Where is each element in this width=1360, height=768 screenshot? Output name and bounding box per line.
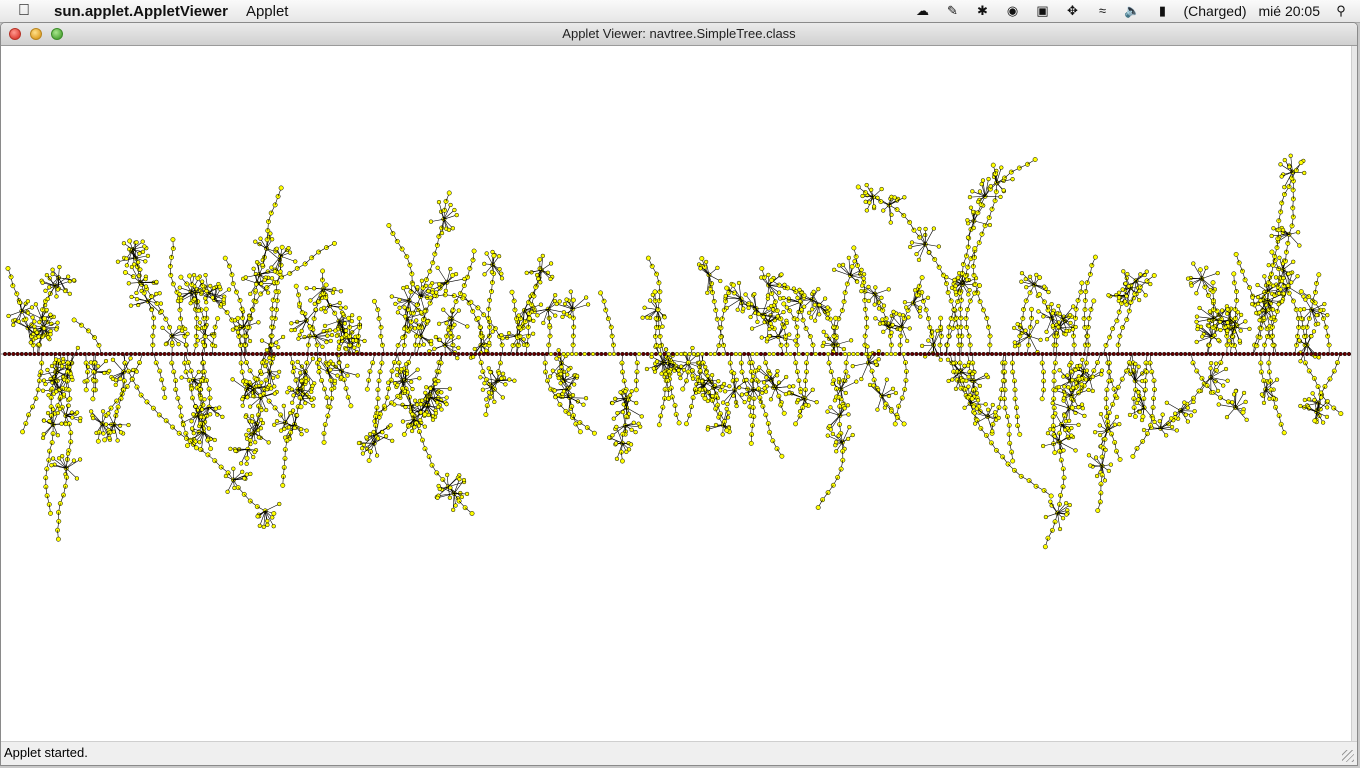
menu-applet[interactable]: Applet <box>245 2 289 20</box>
tree-visualization[interactable] <box>1 46 1352 741</box>
applet-window: Applet Viewer: navtree.SimpleTree.class … <box>0 22 1358 766</box>
battery-icon[interactable]: ▮ <box>1158 3 1167 18</box>
window-title: Applet Viewer: navtree.SimpleTree.class <box>562 26 796 41</box>
cloud-icon[interactable]: ☁ <box>915 3 929 18</box>
minimize-button[interactable] <box>30 28 42 40</box>
menu-bar:  sun.applet.AppletViewer Applet ☁ ✎ ✱ ◉… <box>0 0 1360 23</box>
wifi-icon[interactable]: ≈ <box>1098 3 1107 18</box>
apple-icon[interactable]:  <box>18 2 40 20</box>
battery-status[interactable]: (Charged) <box>1183 3 1247 19</box>
status-bar: Applet started. <box>1 741 1357 765</box>
bluetooth-icon[interactable]: ✱ <box>977 3 988 18</box>
evernote-icon[interactable]: ◉ <box>1006 3 1019 18</box>
app-menu[interactable]: sun.applet.AppletViewer <box>54 2 228 20</box>
tree-graph <box>1 153 1352 550</box>
title-bar[interactable]: Applet Viewer: navtree.SimpleTree.class <box>1 23 1357 46</box>
status-text: Applet started. <box>4 745 88 760</box>
zoom-button[interactable] <box>51 28 63 40</box>
window-edge <box>1351 46 1357 741</box>
move-icon[interactable]: ✥ <box>1067 3 1078 18</box>
pen-icon[interactable]: ✎ <box>947 3 958 18</box>
volume-icon[interactable]: 🔈 <box>1124 3 1141 18</box>
close-button[interactable] <box>9 28 21 40</box>
clock[interactable]: mié 20:05 <box>1258 3 1320 19</box>
resize-grip[interactable] <box>1342 750 1354 762</box>
status-tray: ☁ ✎ ✱ ◉ ▣ ✥ ≈ 🔈 ▮ (Charged) mié 20:05 ⚲ <box>913 0 1350 22</box>
search-icon[interactable]: ⚲ <box>1336 3 1346 18</box>
display-icon[interactable]: ▣ <box>1036 3 1049 18</box>
applet-canvas[interactable] <box>1 46 1352 741</box>
